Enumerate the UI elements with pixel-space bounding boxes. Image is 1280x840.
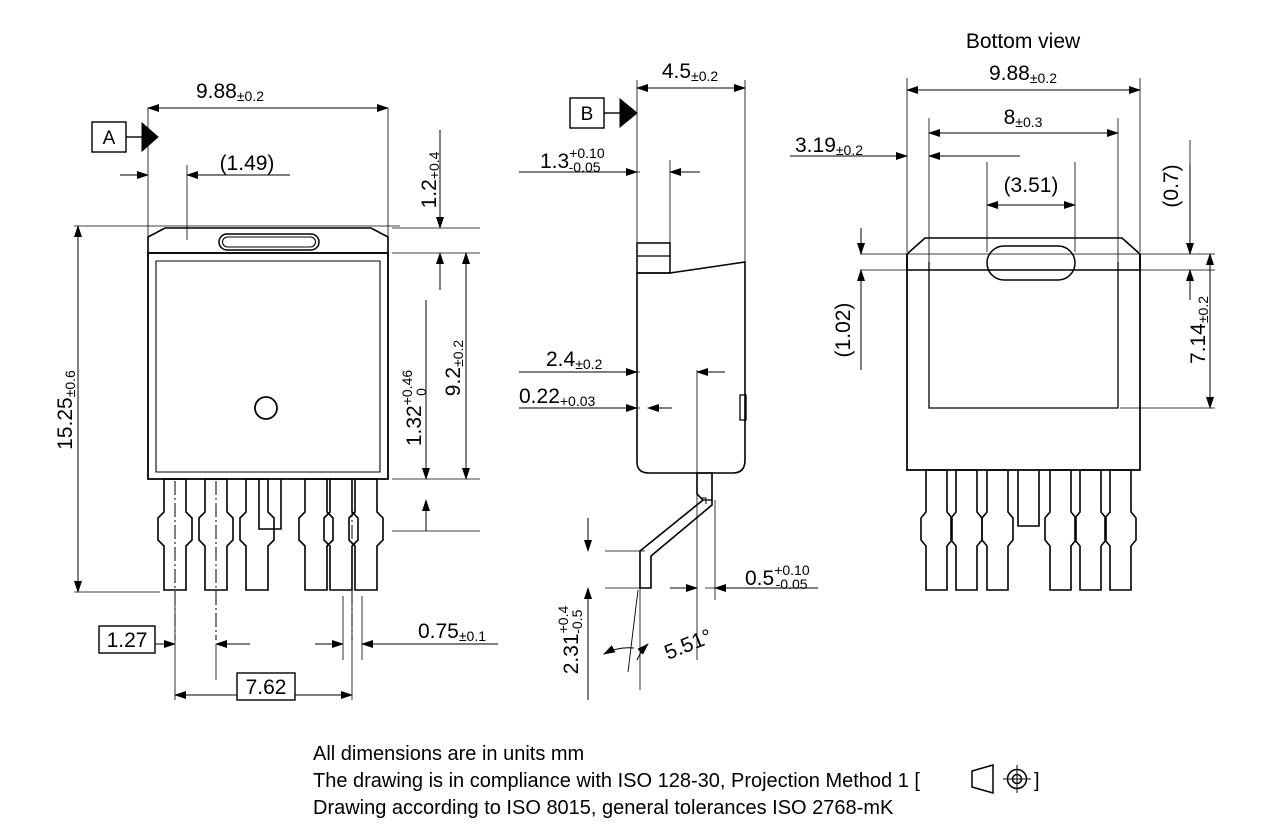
note-line-2: The drawing is in compliance with ISO 12… — [313, 770, 920, 792]
datum-b — [569, 97, 638, 129]
datum-a — [91, 121, 159, 153]
front-view-geometry — [147, 227, 389, 480]
dim-label-side-standoff: 2.4±0.2 — [546, 348, 603, 372]
dim-side-lead-angle — [603, 589, 649, 673]
dim-label-side-depth: 4.5±0.2 — [662, 60, 719, 84]
dim-label-front-body-height: 9.2±0.2 — [442, 340, 466, 397]
dim-label-side-lead-angle: 5.51° — [661, 625, 715, 665]
dim-label-bottom-width: 9.88±0.2 — [989, 62, 1057, 86]
dim-label-front-span: 7.62 — [246, 676, 287, 699]
bottom-view-geometry — [906, 237, 1141, 471]
side-view-dim-labels: 4.5±0.2 1.3+0.10-0.05 2.4±0.2 0.22+0.03 … — [519, 60, 810, 674]
first-angle-projection-symbol — [971, 764, 1031, 794]
dim-label-bottom-slot-width: (3.51) — [1004, 174, 1059, 197]
bottom-view-dim-labels: 9.88±0.2 8±0.3 (3.51) 3.19±0.2 (0.7) (1.… — [795, 62, 1211, 364]
dim-label-bottom-slot-offset: (1.02) — [832, 303, 855, 358]
dim-label-front-overall-height: 15.25±0.6 — [54, 370, 78, 450]
dim-label-front-tab-offset: (1.49) — [220, 152, 275, 175]
dim-label-front-lead-width: 0.75±0.1 — [418, 620, 486, 644]
bottom-view-title: Bottom view — [966, 30, 1081, 53]
dim-front-flange-thickness — [392, 130, 480, 290]
dim-label-bottom-flange-edge: (0.7) — [1160, 164, 1183, 207]
bottom-view-leads — [920, 469, 1137, 591]
note-line-1: All dimensions are in units mm — [313, 743, 584, 765]
dim-label-front-pitch: 1.27 — [107, 629, 148, 652]
note-projection-bracket-close: ] — [1034, 770, 1040, 792]
dim-label-side-foot-length: 0.5+0.10-0.05 — [745, 562, 810, 592]
dim-label-bottom-pad-width: 8±0.3 — [1004, 106, 1043, 130]
front-view-leads — [157, 478, 384, 591]
dim-label-side-lead-height: 2.31+0.4-0.5 — [555, 606, 585, 675]
note-line-3: Drawing according to ISO 8015, general t… — [313, 797, 894, 819]
datum-b-label: B — [581, 104, 594, 125]
dim-label-side-tab-depth: 1.3+0.10-0.05 — [540, 145, 605, 175]
dim-label-bottom-pad-height: 7.14±0.2 — [1187, 296, 1211, 364]
datum-a-label: A — [103, 128, 116, 149]
drawing-notes: All dimensions are in units mm The drawi… — [313, 743, 1040, 819]
dim-label-bottom-edge-offset: 3.19±0.2 — [795, 134, 863, 158]
front-view-dim-labels: 9.88±0.2 (1.49) 1.2+0.4 15.25±0.6 9.2±0.… — [54, 80, 486, 701]
dim-box-front-span: 7.62 — [236, 672, 296, 701]
dim-label-front-width: 9.88±0.2 — [196, 80, 264, 104]
dim-box-front-pitch: 1.27 — [98, 625, 156, 654]
front-view-centerlines — [174, 481, 353, 640]
side-view-geometry — [636, 242, 747, 589]
dim-label-side-lead-thickness: 0.22+0.03 — [519, 385, 596, 409]
dim-label-front-lead-shoulder: 1.32+0.460 — [399, 370, 429, 447]
dim-label-front-flange-thickness: 1.2+0.4 — [418, 151, 442, 208]
